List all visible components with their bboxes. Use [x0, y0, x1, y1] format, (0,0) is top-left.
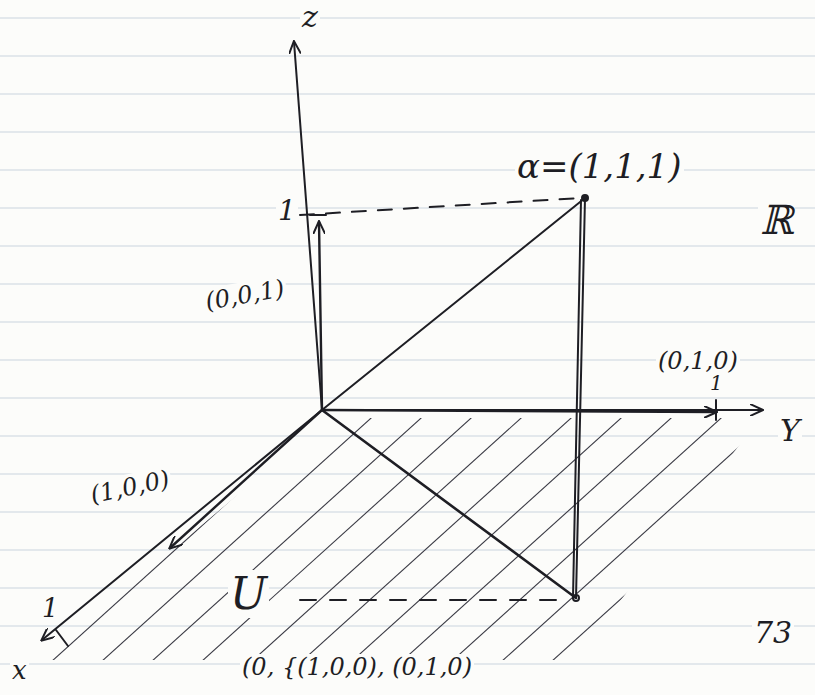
- tick-label: 1: [276, 196, 298, 227]
- axis-label: z: [300, 0, 320, 33]
- tick-label: 1: [40, 594, 61, 623]
- set-note: (0, {(1,0,0), (0,1,0): [240, 654, 474, 680]
- vector-label: (1,0,0): [86, 466, 173, 509]
- axis-label: Y: [778, 414, 802, 447]
- axis-label: x: [10, 656, 29, 685]
- plane-hatching: [20, 410, 815, 690]
- set-symbol: ℝ: [758, 198, 795, 242]
- point-label: α=(1,1,1): [515, 148, 684, 185]
- plane-label: U: [228, 570, 269, 618]
- margin-note: 73: [752, 616, 794, 649]
- axes: [42, 42, 762, 646]
- vector-label: (0,1,0): [656, 348, 740, 374]
- vector-label: (0,0,1): [201, 275, 288, 316]
- ruled-lines: [0, 18, 815, 664]
- tick-label: 1: [708, 372, 725, 394]
